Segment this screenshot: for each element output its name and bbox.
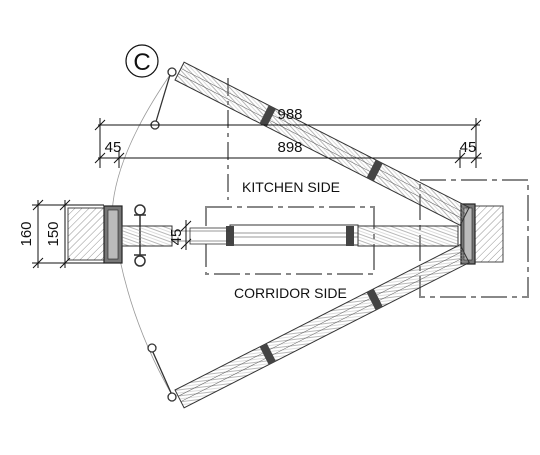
dim-988: 988 — [277, 106, 302, 123]
detail-marker-label: C — [133, 49, 150, 76]
detail-marker-circle — [125, 44, 159, 78]
dim-45-left: 45 — [105, 139, 122, 156]
dim-150: 150 — [45, 221, 62, 246]
kitchen-side-label: KITCHEN SIDE — [242, 179, 340, 195]
dim-898: 898 — [277, 139, 302, 156]
dim-line-vertical — [32, 199, 104, 269]
right-wall — [472, 205, 504, 263]
kitchen-frame-outline — [205, 206, 375, 275]
glazing-panel — [229, 224, 359, 246]
left-wall — [67, 207, 105, 261]
lower-leaf-handle — [147, 343, 177, 402]
dim-160: 160 — [18, 221, 35, 246]
dim-45-right: 45 — [460, 139, 477, 156]
dim-line-898 — [94, 150, 482, 168]
door-leaf-open-kitchen — [174, 61, 470, 226]
left-door-handle — [134, 204, 146, 267]
door-leaf-open-corridor — [174, 244, 470, 409]
dim-line-45-vertical — [180, 220, 192, 250]
dim-45-vertical: 45 — [168, 229, 185, 246]
corridor-side-label: CORRIDOR SIDE — [234, 285, 347, 301]
dim-line-988 — [94, 118, 482, 168]
closed-door-leaf — [121, 225, 173, 247]
